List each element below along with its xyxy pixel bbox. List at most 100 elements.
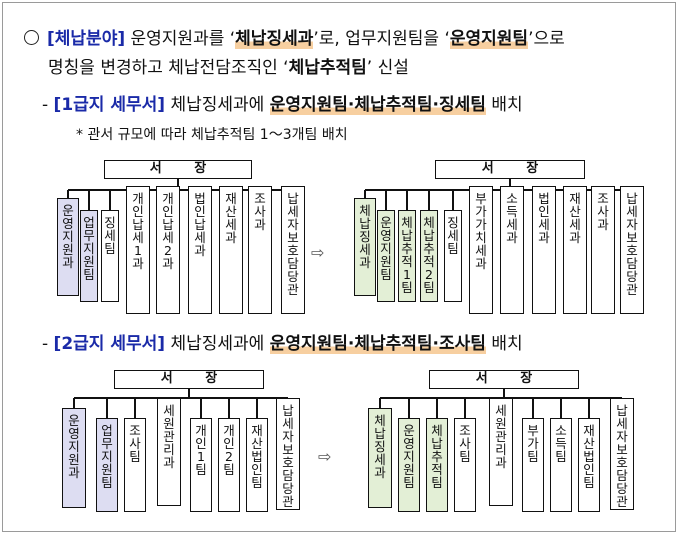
connector-line bbox=[228, 398, 230, 418]
section1-heading: - [1급지 세무서] 체납징세과에 운영지원팀·체납추적팀·징세팀 배치 bbox=[42, 95, 523, 115]
org-box: 재산세과 bbox=[219, 186, 243, 314]
connector-line bbox=[532, 398, 534, 418]
section2-lead: [2급지 세무서] bbox=[53, 334, 166, 354]
org-box-label: 체납추적1팀 bbox=[401, 215, 413, 295]
org-box-label: 체납추적2팀 bbox=[423, 215, 435, 295]
connector-line bbox=[73, 398, 75, 408]
org-box: 조사과 bbox=[248, 186, 272, 314]
org-box: 소득팀 bbox=[550, 418, 572, 512]
connector-line bbox=[365, 189, 632, 191]
org-box-label: 재산법인팀 bbox=[251, 423, 263, 490]
org-box-label: 납세자보호담당관 bbox=[282, 403, 294, 509]
header-box-chief: 서 장 bbox=[114, 370, 264, 389]
connector-line bbox=[256, 398, 258, 418]
intro-line-2: 명칭을 변경하고 체납전담조직인 ‘체납추적팀’ 신설 bbox=[48, 58, 409, 78]
org-box-label: 재산법인팀 bbox=[583, 423, 595, 490]
org-box-label: 징세팀 bbox=[104, 215, 116, 256]
org-box: 체납징세과 bbox=[354, 198, 376, 296]
org-box: 징세팀 bbox=[101, 210, 119, 302]
org-box: 개인2팀 bbox=[218, 418, 240, 512]
connector-line bbox=[464, 398, 466, 418]
header-box-chief: 서 장 bbox=[104, 160, 252, 179]
connector-line bbox=[364, 190, 366, 198]
connector-line bbox=[406, 190, 408, 210]
org-box-label: 업무지원팀 bbox=[83, 215, 95, 282]
org-box-label: 운영지원과 bbox=[62, 203, 74, 270]
org-box: 체납징세과 bbox=[368, 408, 392, 508]
org-box: 세원관리과 bbox=[157, 398, 181, 506]
org-box: 부가가치세과 bbox=[469, 186, 493, 314]
intro-lead: [체납분야] bbox=[47, 29, 126, 49]
section1-lead: [1급지 세무서] bbox=[53, 95, 166, 115]
org-box: 소득세과 bbox=[500, 186, 524, 314]
connector-line bbox=[134, 398, 136, 418]
org-box-label: 재산세과 bbox=[225, 191, 237, 245]
org-box-label: 조사과 bbox=[597, 191, 609, 232]
org-box: 업무지원팀 bbox=[80, 210, 98, 302]
connector-line bbox=[452, 190, 454, 210]
org-box-label: 징세팀 bbox=[447, 215, 459, 256]
connector-line bbox=[74, 397, 288, 399]
org-box: 세원관리과 bbox=[489, 398, 513, 506]
org-box-label: 체납징세과 bbox=[359, 203, 371, 270]
org-box: 운영지원팀 bbox=[398, 418, 420, 512]
org-box-label: 조사팀 bbox=[459, 423, 471, 464]
org-box-label: 소득팀 bbox=[555, 423, 567, 464]
intro-keyword-1: 체납징세과 bbox=[235, 29, 314, 49]
connector-line bbox=[177, 179, 179, 190]
org-box-label: 개인2팀 bbox=[223, 423, 235, 477]
org-box: 조사과 bbox=[591, 186, 615, 314]
org-box: 운영지원과 bbox=[57, 198, 79, 296]
org-box-label: 개인납세2과 bbox=[162, 191, 174, 271]
org-box-label: 조사팀 bbox=[129, 423, 141, 464]
org-box: 법인납세과 bbox=[188, 186, 212, 314]
connector-line bbox=[109, 190, 111, 210]
org-box: 개인납세2과 bbox=[156, 186, 180, 314]
org-box: 운영지원팀 bbox=[377, 210, 395, 302]
org-box: 재산세과 bbox=[563, 186, 587, 314]
org-box: 개인1팀 bbox=[190, 418, 212, 512]
org-box-label: 운영지원팀 bbox=[403, 423, 415, 490]
section1-keyword: 운영지원팀·체납추적팀·징세팀 bbox=[269, 95, 486, 115]
org-box: 납세자보호담당관 bbox=[281, 186, 305, 314]
org-box-label: 납세자보호담당관 bbox=[287, 191, 299, 297]
section1-note: * 관서 규모에 따라 체납추적팀 1～3개팀 배치 bbox=[76, 127, 348, 143]
connector-line bbox=[428, 190, 430, 210]
org-box-label: 납세자보호담당관 bbox=[616, 403, 628, 509]
arrow-right-icon: ⇨ bbox=[311, 243, 325, 262]
org-box-label: 납세자보호담당관 bbox=[626, 191, 638, 297]
org-box: 재산법인팀 bbox=[246, 418, 268, 512]
org-box: 납세자보호담당관 bbox=[620, 186, 644, 314]
org-box-label: 법인세과 bbox=[538, 191, 550, 245]
connector-line bbox=[436, 398, 438, 418]
org-box-label: 부가가치세과 bbox=[475, 191, 487, 271]
connector-line bbox=[560, 398, 562, 418]
org-box: 체납추적팀 bbox=[426, 418, 448, 512]
connector-line bbox=[408, 398, 410, 418]
org-box-label: 운영지원과 bbox=[68, 413, 80, 480]
connector-line bbox=[503, 389, 505, 398]
intro-keyword-2: 운영지원팀 bbox=[449, 29, 529, 49]
org-box-label: 개인납세1과 bbox=[132, 191, 144, 271]
org-box: 업무지원팀 bbox=[96, 418, 118, 512]
connector-line bbox=[200, 398, 202, 418]
org-box: 부가팀 bbox=[522, 418, 544, 512]
org-box: 징세팀 bbox=[444, 210, 462, 302]
connector-line bbox=[509, 179, 511, 190]
connector-line bbox=[385, 190, 387, 210]
org-box: 운영지원과 bbox=[62, 408, 86, 508]
connector-line bbox=[67, 190, 69, 198]
org-box-label: 법인납세과 bbox=[194, 191, 206, 258]
connector-line bbox=[379, 398, 381, 408]
org-box: 납세자보호담당관 bbox=[276, 398, 300, 510]
org-box: 조사팀 bbox=[454, 418, 476, 512]
org-box-label: 세원관리과 bbox=[163, 403, 175, 470]
header-box-chief: 서 장 bbox=[435, 160, 585, 179]
org-box-label: 소득세과 bbox=[506, 191, 518, 245]
org-box-label: 개인1팀 bbox=[195, 423, 207, 477]
org-box: 체납추적1팀 bbox=[398, 210, 416, 302]
header-box-chief: 서 장 bbox=[429, 370, 579, 389]
org-box-label: 부가팀 bbox=[527, 423, 539, 464]
connector-line bbox=[188, 389, 190, 398]
